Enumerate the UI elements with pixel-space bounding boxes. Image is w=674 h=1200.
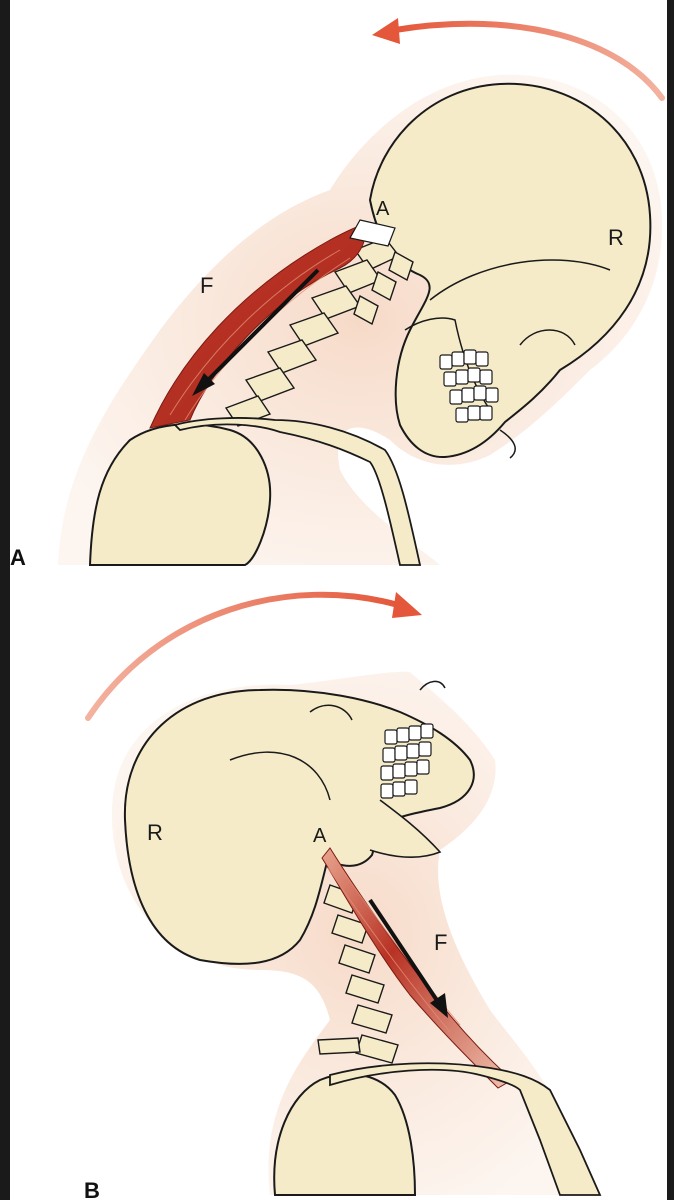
panel-a-force-label: F	[200, 273, 213, 298]
panel-b-force-label: F	[434, 930, 447, 955]
frame-right-edge	[667, 0, 674, 1200]
frame-left-edge	[0, 0, 10, 1200]
panel-b-attachment-label: A	[313, 825, 327, 847]
panel-a-rotation-label: R	[608, 225, 624, 250]
panel-b-label: B	[84, 1178, 100, 1200]
panel-a-attachment-label: A	[376, 198, 390, 220]
panel-b-rotation-label: R	[147, 820, 163, 845]
panel-a-label: A	[10, 545, 26, 570]
